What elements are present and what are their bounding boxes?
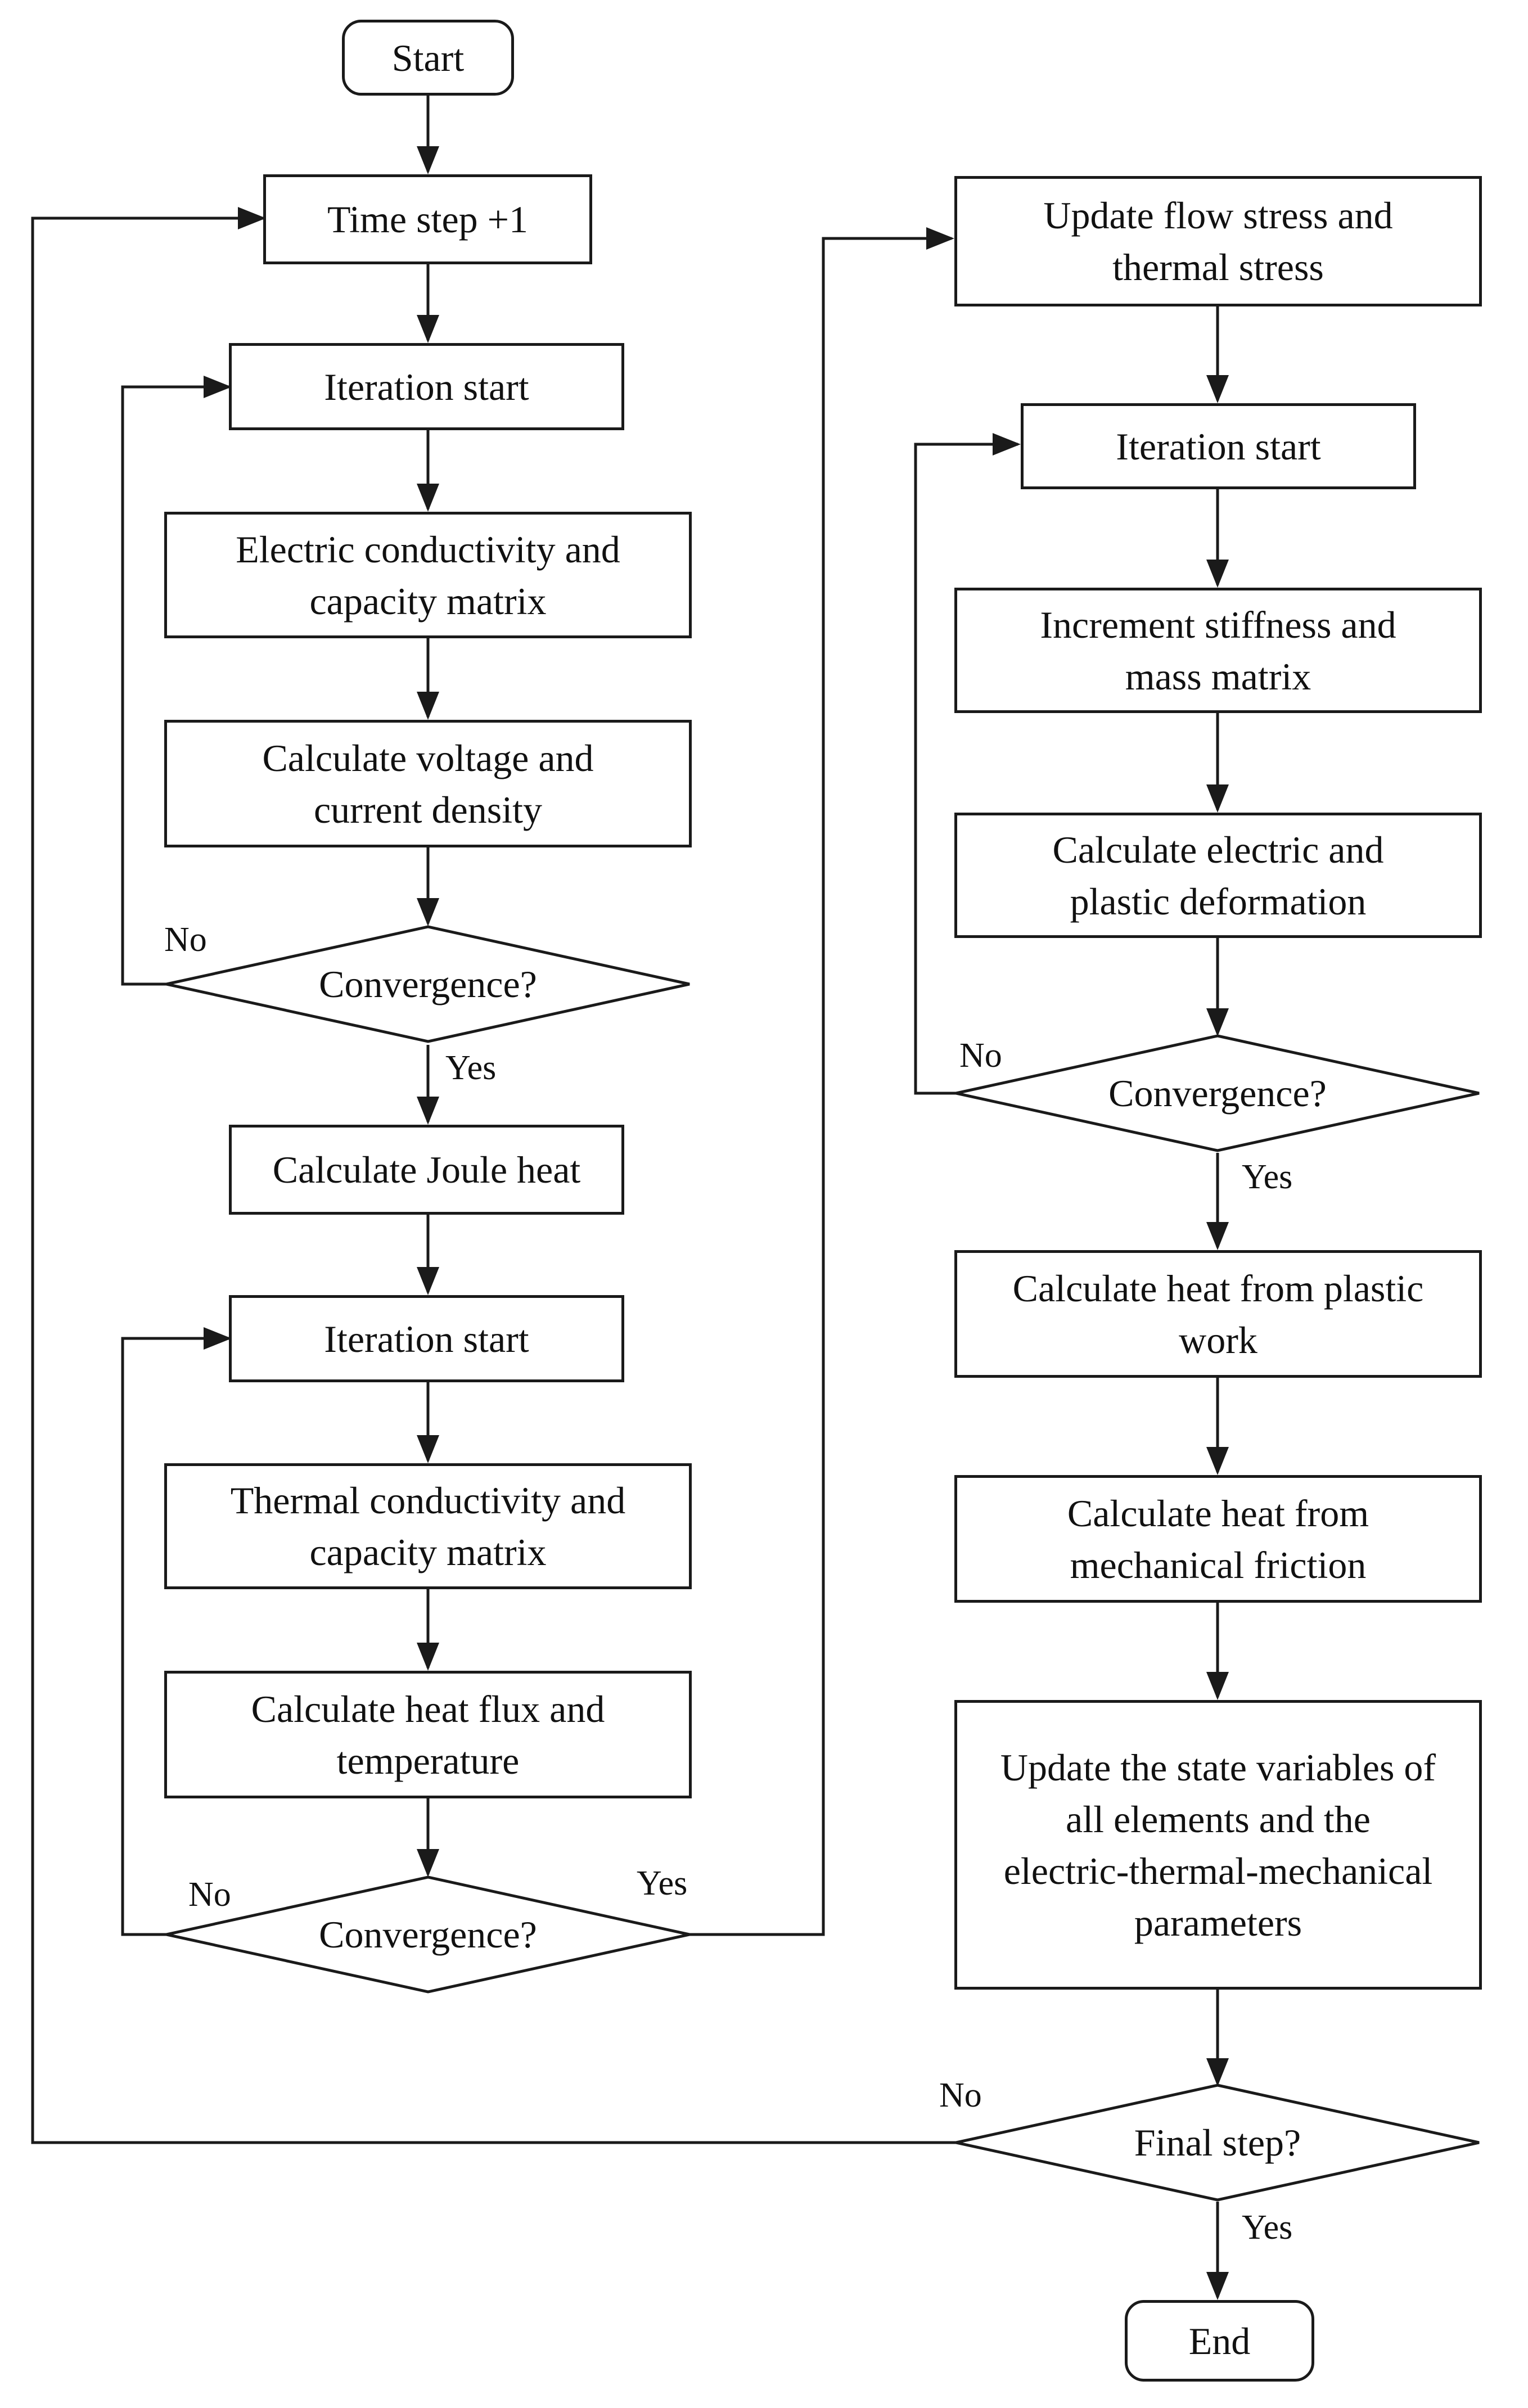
update-state-line-2: all elements and the bbox=[1066, 1797, 1371, 1841]
heat-friction-line-1: Calculate heat from bbox=[1067, 1491, 1369, 1535]
final-step-decision: Final step? bbox=[956, 2114, 1479, 2171]
deformation-line-1: Calculate electric and bbox=[1052, 828, 1384, 871]
calculate-voltage-line-2: current density bbox=[314, 788, 542, 831]
deformation-line-2: plastic deformation bbox=[1070, 880, 1367, 923]
convergence-decision-1: Convergence? bbox=[166, 956, 689, 1012]
stiffness-line-2: mass matrix bbox=[1125, 655, 1311, 698]
start-terminal: Start bbox=[342, 20, 514, 96]
convergence-label-3: Convergence? bbox=[1108, 1071, 1327, 1115]
conv3-yes-label: Yes bbox=[1242, 1158, 1293, 1196]
electric-matrix-box: Electric conductivity and capacity matri… bbox=[164, 512, 692, 638]
stiffness-line-1: Increment stiffness and bbox=[1040, 603, 1396, 646]
heat-flux-line-2: temperature bbox=[336, 1739, 520, 1782]
calculate-voltage-line-1: Calculate voltage and bbox=[262, 736, 594, 779]
time-step-box: Time step +1 bbox=[263, 174, 592, 264]
final-step-label: Final step? bbox=[1134, 2121, 1301, 2164]
iteration-start-label-1: Iteration start bbox=[324, 365, 529, 408]
update-stress-box: Update flow stress and thermal stress bbox=[954, 176, 1482, 306]
thermal-matrix-line-2: capacity matrix bbox=[309, 1531, 547, 1573]
convergence-decision-3: Convergence? bbox=[956, 1065, 1479, 1121]
deformation-box: Calculate electric and plastic deformati… bbox=[954, 813, 1482, 938]
conv1-no-label: No bbox=[164, 921, 207, 959]
electric-matrix-line-1: Electric conductivity and bbox=[236, 527, 620, 571]
convergence-decision-2: Convergence? bbox=[166, 1906, 689, 1963]
final-no-label: No bbox=[939, 2076, 982, 2114]
conv2-no-label: No bbox=[188, 1875, 231, 1914]
conv3-no-label: No bbox=[959, 1036, 1002, 1075]
final-yes-label: Yes bbox=[1242, 2208, 1293, 2247]
time-step-label: Time step +1 bbox=[327, 198, 528, 241]
joule-heat-box: Calculate Joule heat bbox=[229, 1125, 624, 1215]
update-state-line-1: Update the state variables of bbox=[1000, 1746, 1436, 1789]
heat-plastic-line-1: Calculate heat from plastic bbox=[1012, 1266, 1424, 1310]
update-state-line-4: parameters bbox=[1134, 1901, 1302, 1944]
arrow-conv3-no-loop bbox=[914, 433, 1021, 1095]
decision-shape-conv2 bbox=[166, 1875, 690, 1994]
start-label: Start bbox=[391, 36, 465, 79]
heat-friction-line-2: mechanical friction bbox=[1070, 1543, 1367, 1586]
end-terminal: End bbox=[1125, 2300, 1314, 2382]
conv1-yes-label: Yes bbox=[445, 1049, 497, 1087]
iteration-start-box-2: Iteration start bbox=[229, 1295, 624, 1382]
decision-shape-conv1 bbox=[166, 925, 690, 1043]
end-label: End bbox=[1188, 2319, 1251, 2362]
heat-plastic-line-2: work bbox=[1179, 1318, 1257, 1361]
stiffness-box: Increment stiffness and mass matrix bbox=[954, 588, 1482, 713]
thermal-matrix-box: Thermal conductivity and capacity matrix bbox=[164, 1463, 692, 1589]
conv2-yes-label: Yes bbox=[637, 1864, 688, 1902]
update-state-line-3: electric-thermal-mechanical bbox=[1003, 1849, 1433, 1892]
update-stress-line-2: thermal stress bbox=[1112, 246, 1324, 288]
arrow-conv2-no-loop bbox=[121, 1327, 232, 1936]
iteration-start-label-3: Iteration start bbox=[1116, 425, 1321, 468]
decision-shape-conv3 bbox=[955, 1034, 1480, 1152]
heat-friction-box: Calculate heat from mechanical friction bbox=[954, 1475, 1482, 1603]
decision-shape-final bbox=[955, 2084, 1480, 2202]
heat-flux-box: Calculate heat flux and temperature bbox=[164, 1671, 692, 1798]
heat-flux-line-1: Calculate heat flux and bbox=[251, 1687, 605, 1730]
arrow-conv1-no-loop bbox=[121, 376, 232, 986]
update-stress-line-1: Update flow stress and bbox=[1043, 194, 1393, 237]
calculate-voltage-box: Calculate voltage and current density bbox=[164, 720, 692, 847]
convergence-label-1: Convergence? bbox=[319, 962, 537, 1005]
arrow-conv2-yes-to-update bbox=[689, 227, 954, 1936]
thermal-matrix-line-1: Thermal conductivity and bbox=[230, 1479, 626, 1522]
electric-matrix-line-2: capacity matrix bbox=[309, 579, 547, 623]
iteration-start-box-3: Iteration start bbox=[1021, 403, 1416, 489]
update-state-box: Update the state variables of all elemen… bbox=[954, 1700, 1482, 1990]
arrow-final-no-loop bbox=[31, 207, 956, 2144]
joule-heat-label: Calculate Joule heat bbox=[272, 1148, 581, 1191]
convergence-label-2: Convergence? bbox=[319, 1913, 537, 1956]
iteration-start-box-1: Iteration start bbox=[229, 343, 624, 430]
heat-plastic-box: Calculate heat from plastic work bbox=[954, 1250, 1482, 1378]
iteration-start-label-2: Iteration start bbox=[324, 1317, 529, 1360]
